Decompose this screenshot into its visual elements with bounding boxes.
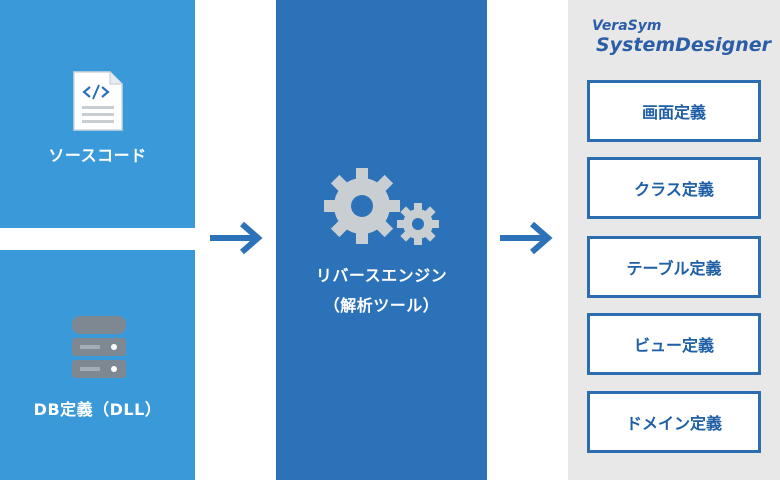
gears-icon (322, 166, 440, 252)
verasym-logo: VeraSym SystemDesigner (592, 18, 771, 56)
database-icon (70, 314, 128, 386)
logo-title: SystemDesigner (596, 34, 772, 56)
analysis-tool-label: （解析ツール） (323, 296, 440, 315)
reverse-engine-panel (276, 0, 487, 480)
output-table-definition: テーブル定義 (587, 236, 761, 298)
source-code-label: ソースコード (48, 146, 147, 165)
output-class-definition: クラス定義 (587, 157, 761, 219)
db-definition-label: DB定義（DLL） (33, 400, 162, 419)
logo-subtitle: VeraSym (592, 18, 662, 34)
output-domain-definition: ドメイン定義 (587, 391, 761, 453)
reverse-engine-label: リバースエンジン (315, 266, 448, 285)
arrow-right-icon (498, 220, 554, 260)
source-code-file-icon (72, 70, 124, 136)
arrow-right-icon (208, 220, 264, 260)
output-screen-definition: 画面定義 (587, 80, 761, 142)
output-view-definition: ビュー定義 (587, 313, 761, 375)
